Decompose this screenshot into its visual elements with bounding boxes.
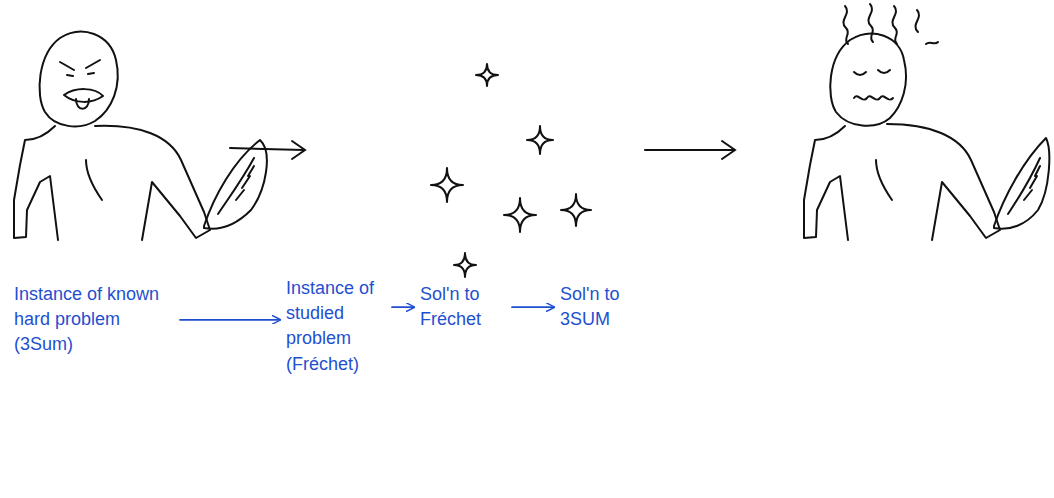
feather [994,138,1049,229]
strong-figure [14,32,267,240]
sparkles [431,64,591,277]
sparkle [476,64,498,86]
step-label: Sol'n to Fréchet [420,282,506,332]
flow-arrow [392,306,414,308]
dizzy-squiggle [915,10,919,32]
feather-vane [1008,158,1040,214]
sparkle [561,194,591,226]
step-label: Sol'n to 3SUM [560,282,640,332]
left-arm [804,126,848,240]
right-arm [95,126,210,240]
figure-arrow [230,141,735,159]
arrow-head [292,141,305,159]
dizzy-squiggle [843,6,848,44]
mouth [64,89,103,102]
brow [60,62,74,70]
arrow-head [722,141,735,159]
sparkle [504,198,536,232]
arrow-shaft [645,149,734,151]
step-text: Instance of studied problem (Fréchet) [286,276,386,377]
step-text: Sol'n to Fréchet [420,282,506,332]
tired-figure [804,4,1049,240]
dizzy-squiggle [892,6,897,44]
feather-vane [1024,166,1040,200]
chest [876,160,892,200]
flow-arrow [512,306,554,308]
eye [67,75,73,76]
step-text: Instance of known hard problem (3Sum) [14,282,174,358]
left-arm [14,126,58,240]
sparkle [454,253,476,277]
wavy-mouth [854,96,893,99]
flow-arrow [180,319,280,321]
brow [86,60,100,68]
closed-eye [854,72,866,75]
closed-eye [878,70,890,73]
sparkle [527,126,553,154]
feather [204,140,267,229]
step-label: Instance of known hard problem (3Sum) [14,282,174,358]
head [830,34,906,126]
chest [86,160,102,200]
feather-vane [218,158,254,214]
tongue [76,99,89,109]
head [40,32,118,127]
sparkle [431,168,463,202]
arrow-shaft [230,148,304,150]
eye [88,73,94,74]
step-label: Instance of studied problem (Fréchet) [286,276,386,377]
right-arm [887,124,1000,240]
step-text: Sol'n to 3SUM [560,282,640,332]
dizzy-squiggle [868,4,873,42]
feather-vane [236,166,254,200]
dizzy-squiggle [926,42,938,44]
